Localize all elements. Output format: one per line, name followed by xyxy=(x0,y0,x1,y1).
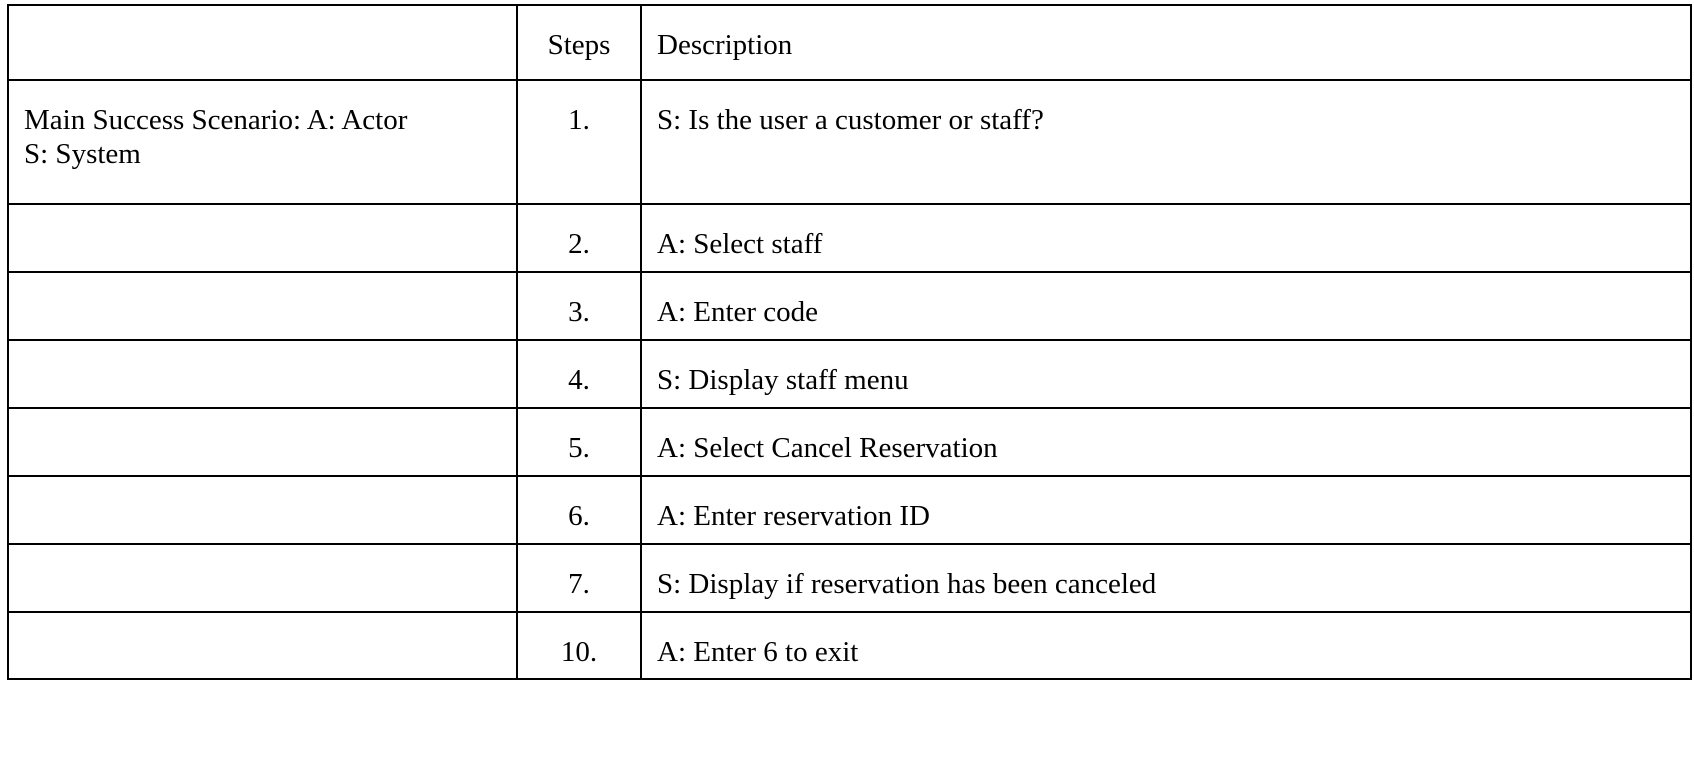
scenario-label-cell xyxy=(7,543,518,613)
step-number-cell: 2. xyxy=(516,203,642,273)
scenario-label-cell xyxy=(7,475,518,545)
step-description-cell: A: Enter 6 to exit xyxy=(640,611,1692,680)
scenario-label-cell: Main Success Scenario: A: Actor S: Syste… xyxy=(7,79,518,205)
scenario-label-cell xyxy=(7,611,518,680)
scenario-label-cell xyxy=(7,271,518,341)
scenario-label-cell xyxy=(7,203,518,273)
header-description-cell: Description xyxy=(640,4,1692,81)
header-label-cell xyxy=(7,4,518,81)
header-steps-cell: Steps xyxy=(516,4,642,81)
table-row: 6. A: Enter reservation ID xyxy=(7,475,1692,545)
step-number-cell: 1. xyxy=(516,79,642,205)
step-description-cell: A: Enter code xyxy=(640,271,1692,341)
step-description-cell: S: Display staff menu xyxy=(640,339,1692,409)
table-row: 10. A: Enter 6 to exit xyxy=(7,611,1692,680)
scenario-label-cell xyxy=(7,339,518,409)
step-number-cell: 10. xyxy=(516,611,642,680)
step-number-cell: 3. xyxy=(516,271,642,341)
step-number-cell: 5. xyxy=(516,407,642,477)
step-description-cell: A: Select Cancel Reservation xyxy=(640,407,1692,477)
step-description-cell: A: Enter reservation ID xyxy=(640,475,1692,545)
table-row: 3. A: Enter code xyxy=(7,271,1692,341)
header-row: Steps Description xyxy=(7,4,1692,81)
table-row: 4. S: Display staff menu xyxy=(7,339,1692,409)
step-number-cell: 4. xyxy=(516,339,642,409)
step-description-cell: S: Is the user a customer or staff? xyxy=(640,79,1692,205)
step-number-cell: 7. xyxy=(516,543,642,613)
step-number-cell: 6. xyxy=(516,475,642,545)
use-case-table: Steps Description Main Success Scenario:… xyxy=(7,4,1692,680)
scenario-label-cell xyxy=(7,407,518,477)
table-row: 7. S: Display if reservation has been ca… xyxy=(7,543,1692,613)
table-row: 2. A: Select staff xyxy=(7,203,1692,273)
step-description-cell: S: Display if reservation has been cance… xyxy=(640,543,1692,613)
step-description-cell: A: Select staff xyxy=(640,203,1692,273)
table-row: Main Success Scenario: A: Actor S: Syste… xyxy=(7,79,1692,205)
table-row: 5. A: Select Cancel Reservation xyxy=(7,407,1692,477)
